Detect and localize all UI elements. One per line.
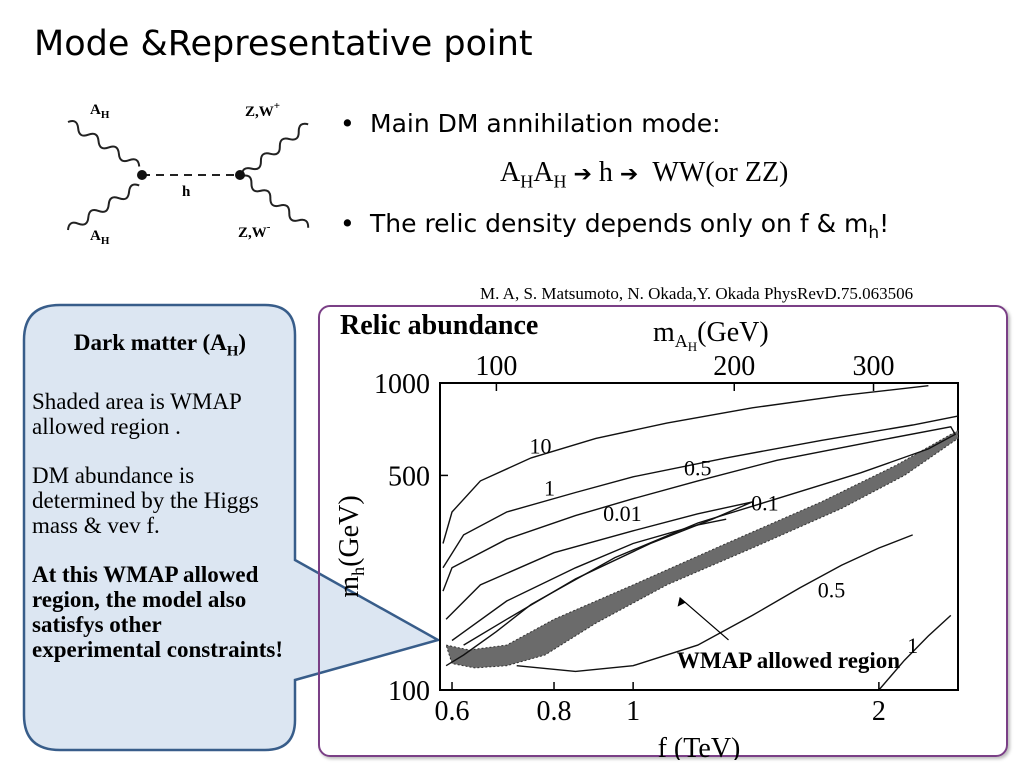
bullet-dot: • xyxy=(340,209,355,238)
y-axis-label: mh(GeV) xyxy=(334,495,368,597)
arrow-icon: ➔ xyxy=(619,162,639,187)
contour-line-5 xyxy=(516,534,913,673)
annotation-arrow-line xyxy=(679,597,729,641)
chart-title: Relic abundance xyxy=(340,310,539,341)
label-zw-top: Z,W+ xyxy=(245,100,280,120)
vertex-left xyxy=(137,170,147,180)
x-tick-label-3: 2 xyxy=(872,696,886,727)
callout-para-3: At this WMAP allowed region, the model a… xyxy=(32,561,284,662)
x-axis-label: f (TeV) xyxy=(658,733,741,760)
contour-line-1 xyxy=(442,415,959,569)
top-tick-label-2: 300 xyxy=(853,351,895,382)
contour-label-4: 0.1 xyxy=(751,490,779,515)
label-zw-bottom: Z,W- xyxy=(238,221,271,241)
y-tick-label-2: 1000 xyxy=(374,369,430,400)
label-ah-top: AH xyxy=(90,102,110,121)
callout-para-2: DM abundance is determined by the Higgs … xyxy=(32,462,259,538)
contour-line-3 xyxy=(445,501,753,646)
y-tick-label-1: 500 xyxy=(388,461,430,492)
callout-text: Dark matter (AH) Shaded area is WMAP all… xyxy=(32,330,294,686)
contour-label-5: 0.5 xyxy=(818,578,846,603)
y-tick-label-0: 100 xyxy=(388,676,430,707)
annihilation-equation: AHAH ➔ h ➔ WW(or ZZ) xyxy=(500,157,789,192)
top-axis-label: mAH(GeV) xyxy=(653,317,769,354)
plot-area xyxy=(439,382,959,691)
callout-para-1: Shaded area is WMAP allowed region . xyxy=(32,388,241,439)
contour-line-0 xyxy=(442,385,929,544)
top-tick-label-1: 200 xyxy=(713,351,755,382)
contour-label-3: 0.01 xyxy=(603,501,642,526)
annotation-arrow-head xyxy=(677,597,686,607)
contour-line-4 xyxy=(451,518,727,642)
bullet-text: Main DM annihilation mode: xyxy=(370,109,721,138)
contour-label-1: 1 xyxy=(544,476,555,501)
x-tick-label-1: 0.8 xyxy=(537,696,572,727)
contour-label-6: 1 xyxy=(907,633,918,658)
bullet-dot: • xyxy=(340,109,355,138)
wavy-line-bottom-left xyxy=(67,183,140,231)
feynman-diagram: AH AH h Z,W+ Z,W- xyxy=(67,100,310,247)
wavy-line-top-right xyxy=(240,122,309,177)
annotation-wmap-label: WMAP allowed region xyxy=(677,648,900,673)
wmap-band xyxy=(445,429,959,669)
arrow-icon: ➔ xyxy=(573,162,592,187)
label-h: h xyxy=(182,184,191,200)
contour-label-0: 10 xyxy=(529,433,551,458)
label-ah-bottom: AH xyxy=(90,228,110,247)
vertex-right xyxy=(235,170,245,180)
x-tick-label-0: 0.6 xyxy=(435,696,470,727)
top-tick-label-0: 100 xyxy=(475,351,517,382)
x-tick-label-2: 1 xyxy=(626,696,640,727)
contour-label-2: 0.5 xyxy=(684,455,712,480)
bullet-item-1: • Main DM annihilation mode: xyxy=(340,109,721,138)
reference-citation: M. A, S. Matsumoto, N. Okada,Y. Okada Ph… xyxy=(480,284,914,303)
page-title: Mode &Representative point xyxy=(34,24,533,64)
callout-bubble xyxy=(22,303,442,752)
callout-heading: Dark matter (AH) xyxy=(73,330,247,360)
contour-line-6 xyxy=(878,614,952,691)
bullet-item-2: •The relic density depends only on f & m… xyxy=(340,209,890,243)
wavy-line-top-left xyxy=(67,120,141,167)
wavy-line-bottom-right xyxy=(241,174,310,228)
chart-frame xyxy=(318,305,1008,757)
relic-abundance-chart: 10 1 0.5 0.01 0.1 0.5 1 0.6 0.8 1 2 100 500 1000 100 20… xyxy=(334,317,959,760)
